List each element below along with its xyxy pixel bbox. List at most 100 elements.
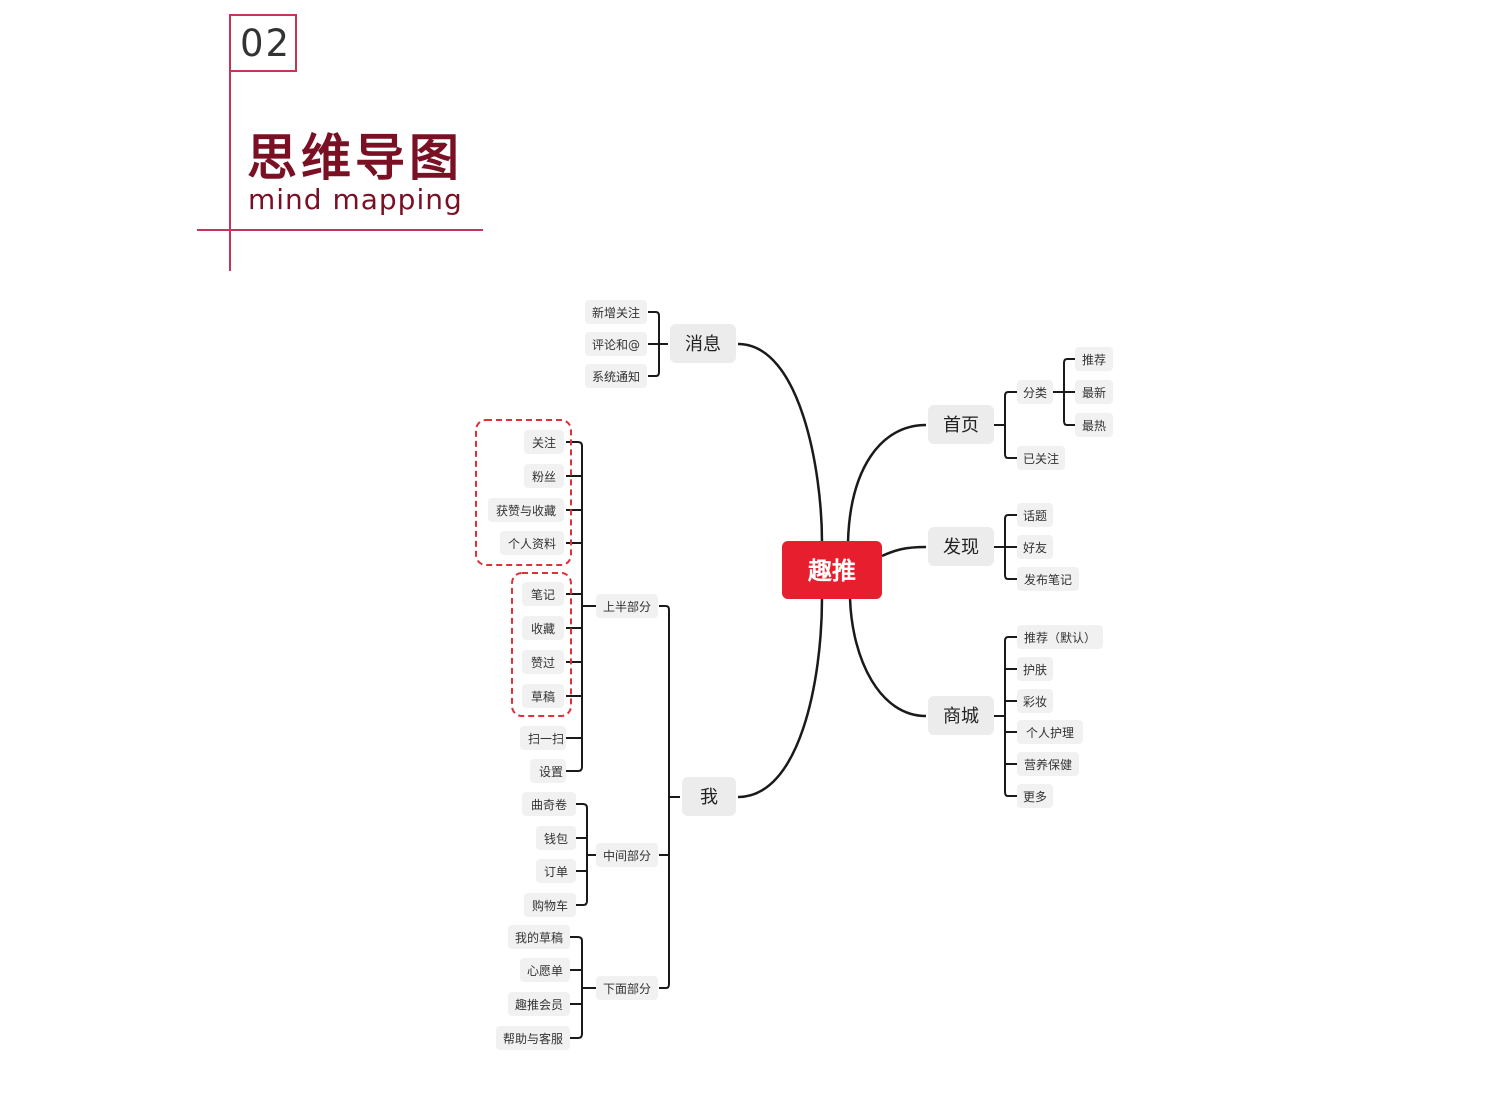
page-subtitle: mind mapping (248, 183, 463, 216)
leaf-bg (536, 859, 576, 883)
leaf-bg (500, 531, 564, 555)
leaf-bg (488, 498, 564, 522)
leaf-bg (508, 925, 570, 949)
node-middle-section[interactable]: 中间部分 (603, 848, 651, 863)
leaf-bg (585, 364, 647, 388)
leaf-latest[interactable]: 最新 (1082, 385, 1106, 400)
leaf-bg (1017, 657, 1053, 681)
node-lower-section[interactable]: 下面部分 (603, 981, 651, 996)
leaf-bg (1017, 625, 1103, 649)
leaf-friends[interactable]: 好友 (1023, 541, 1047, 555)
leaf-bg (524, 893, 576, 917)
leaf-bg (1017, 503, 1053, 527)
leaf-category[interactable]: 分类 (1023, 386, 1047, 400)
leaf-bg (596, 976, 658, 1000)
leaf-bg (1075, 413, 1113, 437)
node-label: 消息 (685, 334, 721, 355)
leaf-bg (1017, 380, 1053, 404)
root-node[interactable]: 趣推 (782, 541, 882, 599)
connector-root-discover (881, 545, 927, 558)
leaf-drafts[interactable]: 草稿 (531, 689, 555, 704)
leaf-profile[interactable]: 个人资料 (508, 537, 556, 551)
leaf-cart[interactable]: 购物车 (532, 898, 568, 913)
leaf-settings[interactable]: 设置 (539, 765, 563, 779)
leaf-followed[interactable]: 已关注 (1023, 451, 1059, 466)
leaf-bg (530, 759, 566, 783)
node-label: 首页 (943, 415, 979, 436)
node-label: 我 (700, 787, 718, 808)
leaf-bg (522, 582, 564, 606)
header-horizontal-line (197, 229, 483, 231)
leaf-bg (1075, 347, 1113, 371)
leaf-bg (596, 594, 658, 618)
leaf-new-follow[interactable]: 新增关注 (592, 305, 640, 320)
node-upper-section[interactable]: 上半部分 (603, 599, 651, 614)
node-label: 发现 (943, 537, 979, 558)
leaf-following[interactable]: 关注 (532, 435, 556, 450)
leaf-system-notice[interactable]: 系统通知 (592, 370, 640, 384)
leaf-skincare[interactable]: 护肤 (1023, 662, 1047, 677)
leaf-membership[interactable]: 趣推会员 (515, 997, 563, 1012)
connector-root-mall (848, 597, 927, 718)
main-connectors (737, 342, 927, 799)
node-me[interactable]: 我 (682, 777, 736, 816)
leaf-bg (1017, 720, 1083, 744)
node-home[interactable]: 首页 (928, 405, 994, 444)
leaf-bg (536, 826, 576, 850)
leaf-recommend[interactable]: 推荐 (1082, 353, 1106, 367)
leaf-bg (1017, 784, 1053, 808)
leaf-bg (585, 300, 647, 324)
leaf-orders[interactable]: 订单 (544, 865, 568, 879)
node-messages[interactable]: 消息 (670, 324, 736, 363)
leaf-liked[interactable]: 赞过 (531, 656, 555, 670)
leaf-bg (524, 464, 564, 488)
leaf-bg (1017, 535, 1053, 559)
leaf-my-drafts[interactable]: 我的草稿 (515, 930, 563, 945)
leaf-bg (596, 843, 658, 867)
leaf-bg (1017, 567, 1079, 591)
header-vertical-line (229, 14, 231, 271)
section-number-frame (229, 14, 297, 72)
connector-root-home (846, 423, 927, 543)
leaf-likes-collects[interactable]: 获赞与收藏 (496, 504, 556, 518)
node-label: 商城 (943, 706, 979, 727)
leaf-makeup[interactable]: 彩妆 (1023, 695, 1047, 709)
leaf-wallet[interactable]: 钱包 (544, 831, 568, 846)
leaf-personal-care[interactable]: 个人护理 (1026, 726, 1074, 740)
leaf-more[interactable]: 更多 (1023, 790, 1047, 804)
leaf-bg (1017, 689, 1053, 713)
bracket-connectors (566, 311, 1075, 1039)
leaf-bg (522, 792, 576, 816)
leaf-recommend-default[interactable]: 推荐（默认） (1024, 630, 1096, 645)
leaf-wishlist[interactable]: 心愿单 (527, 964, 563, 978)
page-title: 思维导图 (247, 129, 463, 187)
leaf-bg (585, 332, 647, 356)
leaf-bg (1017, 752, 1079, 776)
leaf-bg (522, 650, 564, 674)
leaf-collected[interactable]: 收藏 (531, 622, 555, 636)
leaf-hottest[interactable]: 最热 (1082, 419, 1106, 433)
leaf-comments-mentions[interactable]: 评论和@ (592, 338, 640, 352)
leaf-topics[interactable]: 话题 (1023, 509, 1047, 523)
node-discover[interactable]: 发现 (928, 527, 994, 566)
leaf-bg (520, 726, 566, 750)
leaf-fans[interactable]: 粉丝 (532, 470, 556, 484)
leaf-nutrition[interactable]: 营养保健 (1024, 757, 1072, 772)
leaf-notes[interactable]: 笔记 (531, 587, 555, 602)
leaf-bg (524, 430, 564, 454)
leaf-coupons[interactable]: 曲奇卷 (531, 797, 567, 812)
leaf-help-support[interactable]: 帮助与客服 (503, 1031, 563, 1046)
root-label: 趣推 (807, 557, 856, 585)
connector-root-messages (737, 342, 824, 543)
leaf-scan[interactable]: 扫一扫 (528, 732, 564, 746)
leaf-bg (522, 616, 564, 640)
leaf-bg (1075, 380, 1113, 404)
node-mall[interactable]: 商城 (928, 696, 994, 735)
connector-root-me (737, 597, 824, 799)
leaf-bg (1017, 446, 1065, 470)
leaf-bg (522, 684, 564, 708)
leaf-bg (520, 958, 570, 982)
highlight-box-social (475, 419, 572, 566)
leaf-publish-note[interactable]: 发布笔记 (1024, 572, 1072, 587)
